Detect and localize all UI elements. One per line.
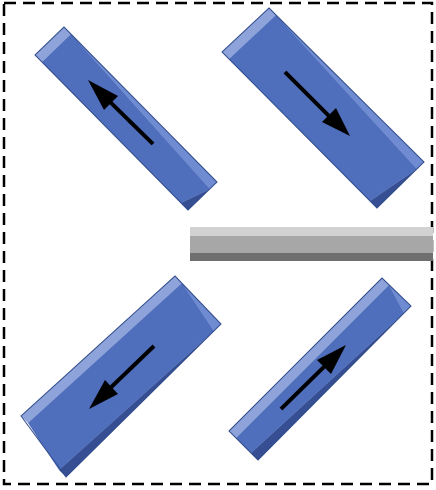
plate-body bbox=[190, 236, 433, 253]
arrow-down-left-icon bbox=[89, 344, 156, 409]
arrow-down-right-icon bbox=[283, 70, 350, 136]
bar-outline bbox=[228, 277, 412, 461]
arrow-up-left-icon bbox=[88, 80, 155, 146]
bar-right-bevel bbox=[382, 278, 411, 313]
bar-right-bevel bbox=[269, 8, 424, 169]
plate-top-edge bbox=[190, 227, 433, 236]
bar-top-bevel bbox=[21, 276, 182, 423]
bar-bottom-bevel bbox=[251, 306, 411, 460]
plate-bottom-edge bbox=[190, 253, 433, 261]
bar-top-bevel bbox=[35, 27, 71, 62]
bar-outline bbox=[221, 7, 425, 209]
bar-outline bbox=[34, 26, 218, 211]
bar-top-bevel bbox=[229, 278, 389, 438]
bar-top-bevel bbox=[222, 8, 276, 59]
bar-bottom-bevel bbox=[181, 182, 217, 210]
arrow-up-right-icon bbox=[279, 345, 346, 411]
bar-right-bevel bbox=[64, 27, 217, 189]
magnet-bar-lower-left bbox=[20, 275, 222, 478]
bar-outline bbox=[20, 275, 222, 478]
bar-bottom-bevel bbox=[59, 324, 221, 477]
gray-plate bbox=[190, 227, 433, 261]
bar-bottom-bevel bbox=[370, 162, 424, 208]
